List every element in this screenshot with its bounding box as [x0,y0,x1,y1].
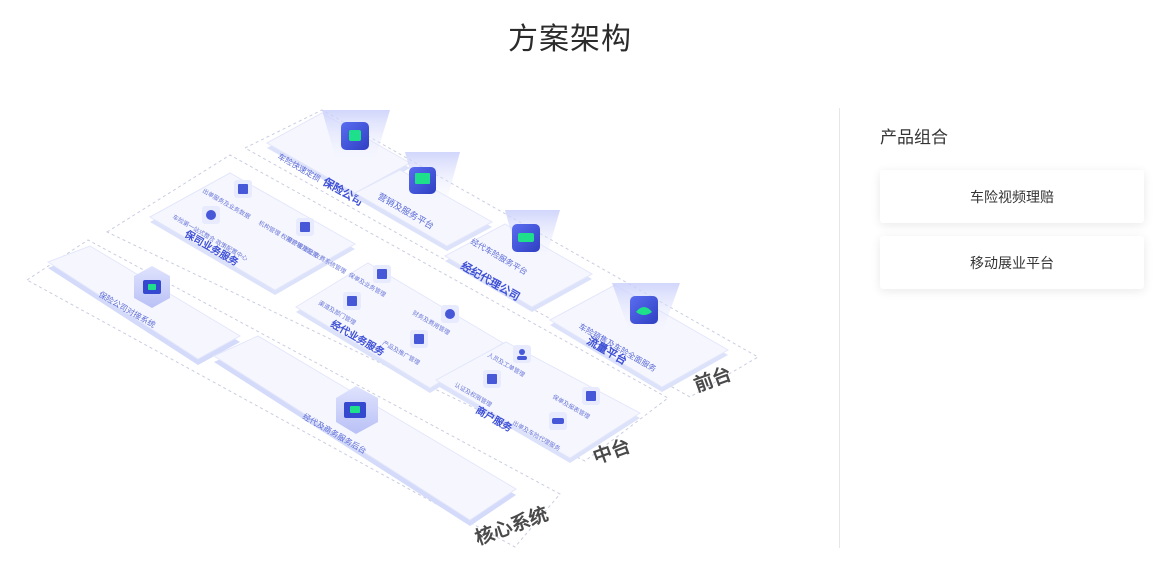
document-icon [238,184,248,194]
vertical-divider [839,108,840,548]
block-core-insurer: 保险公司对接系统 [46,245,242,365]
block-broker: 经代车险服务平台 经纪代理公司 [443,210,594,312]
layers-icon [414,334,424,344]
product-card-mobile-sales[interactable]: 移动展业平台 [880,236,1144,289]
product-card-label: 车险视频理赔 [970,188,1054,205]
block-merchant-service: 人员及工单管理 认证及权限管理 保单及报表管理 出单及车险代理服务 商户服务 [434,341,641,463]
block-marketing: 营销及服务平台 [353,152,494,251]
block-insurance-service: 出单服务及业务数据 车险第一站式整合 政策配置中心 机构管理 权限管理及配置 商… [148,172,357,295]
block-agency-service: 保单及业务管理 渠道及部门管理 财务及费用管理 产品及推广管理 经代业务服务 [295,262,504,393]
report-icon [586,391,596,401]
person-icon [519,349,525,355]
refresh-icon [445,309,455,319]
page-title: 方案架构 [508,23,632,56]
product-panel: 产品组合 车险视频理赔 移动展业平台 [880,120,1144,302]
layer-front-outline [243,109,760,398]
car-front-icon [206,210,216,220]
layer-core-outline [26,239,561,548]
product-panel-title: 产品组合 [880,128,948,147]
bank-icon [300,222,310,232]
block-traffic: 车险销售及车险全面服务 流量平台 [548,283,730,392]
list-icon [377,269,387,279]
stamp-icon [487,374,497,384]
product-card-video-claims[interactable]: 车险视频理赔 [880,170,1144,223]
car-side-icon [552,418,564,424]
block-core-platform: 经代及商务服务后台 [212,335,517,526]
product-card-label: 移动展业平台 [970,254,1054,271]
transfer-icon [347,296,357,306]
